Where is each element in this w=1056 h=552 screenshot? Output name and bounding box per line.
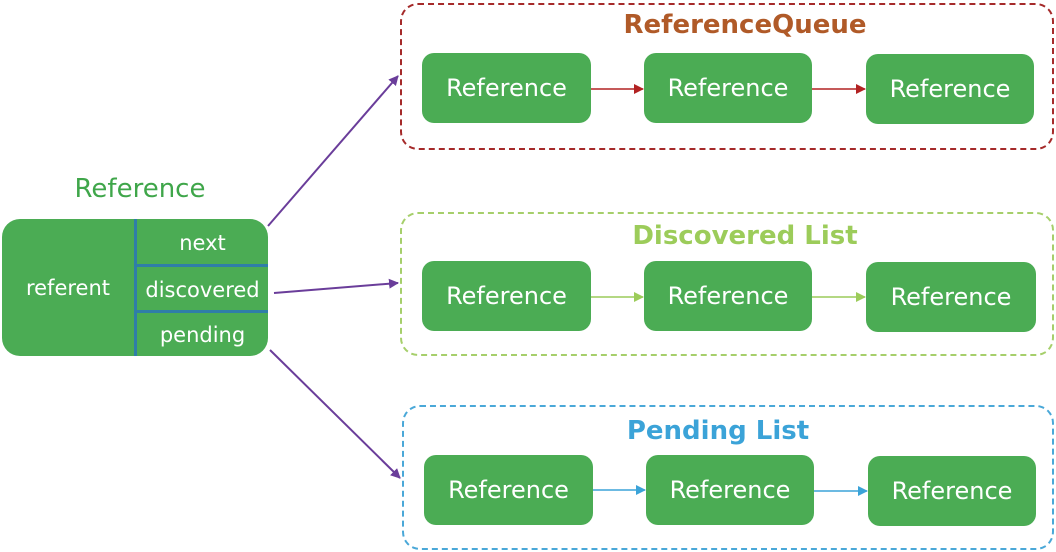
field-divider bbox=[136, 264, 268, 267]
pending-list-node-1: Reference bbox=[424, 455, 593, 525]
field-divider bbox=[134, 219, 137, 356]
pending-pointer-arrow bbox=[269, 349, 401, 479]
referent-field: referent bbox=[25, 275, 111, 300]
reference-queue-container bbox=[400, 3, 1054, 150]
discovered-list-title: Discovered List bbox=[632, 221, 858, 251]
field-divider bbox=[136, 310, 268, 313]
pending-list-node-3: Reference bbox=[868, 456, 1036, 526]
discovered-list-node-1: Reference bbox=[422, 261, 591, 331]
reference-title: Reference bbox=[74, 174, 206, 204]
pending-list-title: Pending List bbox=[626, 416, 810, 446]
next-field: next bbox=[179, 231, 226, 255]
discovered-field: discovered bbox=[145, 278, 260, 302]
next-pointer-arrow bbox=[267, 75, 399, 227]
pending-list-node-2: Reference bbox=[646, 455, 814, 525]
discovered-list-node-2: Reference bbox=[644, 261, 812, 331]
reference-queue-node-1: Reference bbox=[422, 53, 591, 123]
discovered-list-node-3: Reference bbox=[866, 262, 1036, 332]
pending-list-container bbox=[402, 405, 1054, 550]
reference-queue-node-3: Reference bbox=[866, 54, 1034, 124]
reference-struct: referent next discovered pending bbox=[2, 219, 268, 356]
discovered-list-container bbox=[400, 212, 1054, 356]
reference-queue-title: ReferenceQueue bbox=[623, 10, 867, 40]
reference-queue-node-2: Reference bbox=[644, 53, 812, 123]
discovered-pointer-arrow bbox=[273, 278, 399, 294]
pending-field: pending bbox=[159, 323, 246, 347]
